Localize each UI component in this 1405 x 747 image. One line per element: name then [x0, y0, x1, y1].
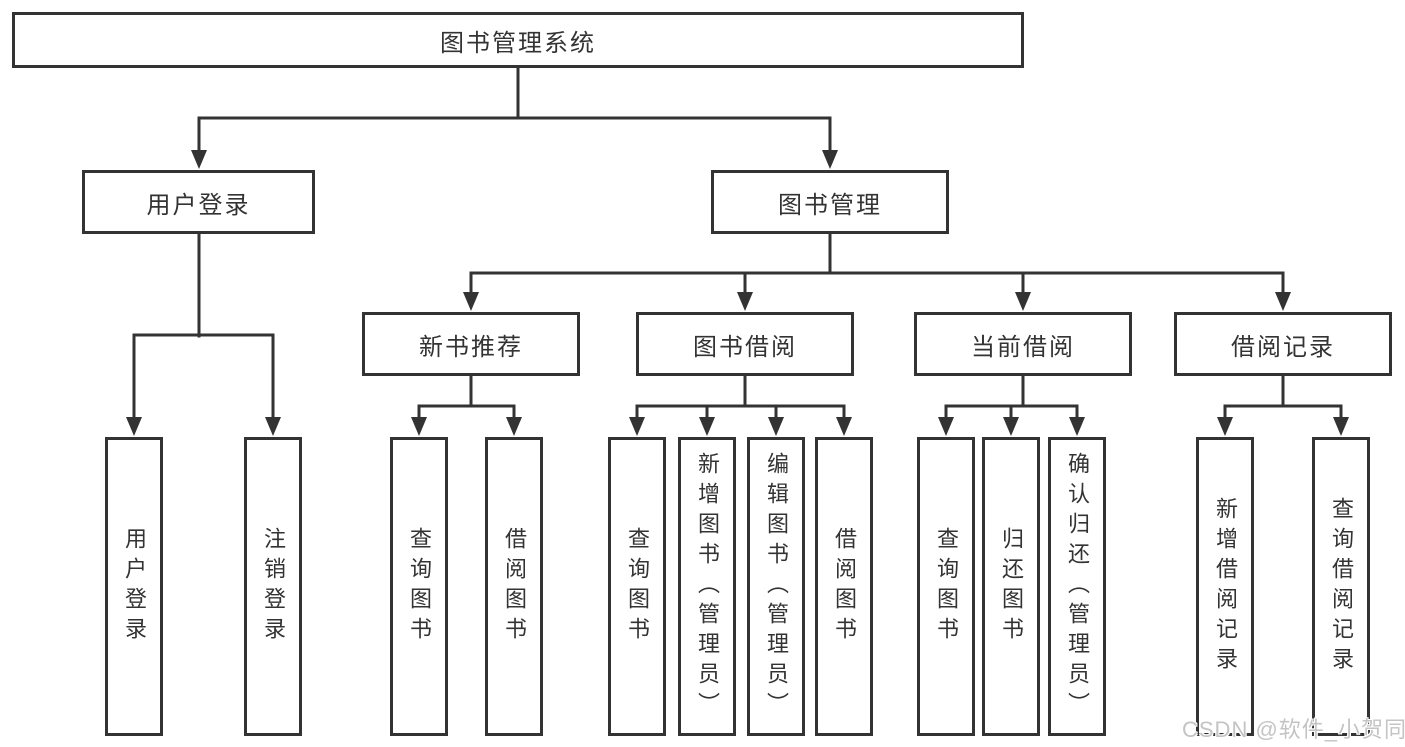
node-leaf-query-books-recommend: 查询图书 — [390, 437, 448, 736]
node-leaf-borrow-books-recommend-label: 借阅图书 — [502, 526, 527, 647]
node-root-label: 图书管理系统 — [440, 29, 596, 57]
node-leaf-query-borrow-record-label: 查询借阅记录 — [1329, 496, 1354, 677]
node-leaf-add-book-admin: 新增图书（管理员） — [678, 437, 736, 736]
node-borrowing-records: 借阅记录 — [1174, 312, 1392, 376]
node-current-borrowing-label: 当前借阅 — [971, 333, 1075, 361]
node-leaf-confirm-return-admin-label: 确认归还（管理员） — [1065, 451, 1090, 722]
node-new-book-recommend: 新书推荐 — [362, 312, 580, 376]
node-book-borrowing: 图书借阅 — [636, 312, 854, 376]
node-leaf-return-books: 归还图书 — [982, 437, 1040, 736]
node-book-management-label: 图书管理 — [778, 191, 882, 219]
node-leaf-query-books-borrowing: 查询图书 — [608, 437, 666, 736]
node-leaf-user-login: 用户登录 — [105, 437, 163, 736]
node-leaf-add-borrow-record: 新增借阅记录 — [1196, 437, 1254, 736]
node-borrowing-records-label: 借阅记录 — [1231, 333, 1335, 361]
node-leaf-borrow-books-label: 借阅图书 — [832, 526, 857, 647]
arrowhead-icons — [126, 150, 1349, 436]
node-leaf-return-books-label: 归还图书 — [999, 526, 1024, 647]
node-leaf-query-books-current-label: 查询图书 — [934, 526, 959, 647]
node-new-book-recommend-label: 新书推荐 — [419, 333, 523, 361]
node-root: 图书管理系统 — [12, 12, 1024, 68]
node-user-login: 用户登录 — [82, 170, 315, 234]
node-leaf-add-borrow-record-label: 新增借阅记录 — [1213, 496, 1238, 677]
node-leaf-edit-book-admin-label: 编辑图书（管理员） — [764, 451, 789, 722]
node-user-login-label: 用户登录 — [146, 191, 251, 219]
node-leaf-borrow-books: 借阅图书 — [815, 437, 873, 736]
node-leaf-logout-label: 注销登录 — [261, 526, 286, 647]
node-leaf-query-books-borrowing-label: 查询图书 — [625, 526, 650, 647]
node-current-borrowing: 当前借阅 — [914, 312, 1132, 376]
node-leaf-borrow-books-recommend: 借阅图书 — [485, 437, 543, 736]
node-leaf-logout: 注销登录 — [244, 437, 302, 736]
node-leaf-query-books-recommend-label: 查询图书 — [407, 526, 432, 647]
node-leaf-edit-book-admin: 编辑图书（管理员） — [747, 437, 805, 736]
connector-lines — [132, 64, 1343, 421]
node-book-borrowing-label: 图书借阅 — [693, 333, 797, 361]
node-book-management: 图书管理 — [711, 170, 949, 234]
node-leaf-user-login-label: 用户登录 — [122, 526, 147, 647]
node-leaf-add-book-admin-label: 新增图书（管理员） — [695, 451, 720, 722]
node-leaf-confirm-return-admin: 确认归还（管理员） — [1048, 437, 1106, 736]
csdn-watermark: CSDN @软件_小贺同学 — [1182, 717, 1405, 742]
node-leaf-query-books-current: 查询图书 — [917, 437, 975, 736]
node-leaf-query-borrow-record: 查询借阅记录 — [1312, 437, 1370, 736]
